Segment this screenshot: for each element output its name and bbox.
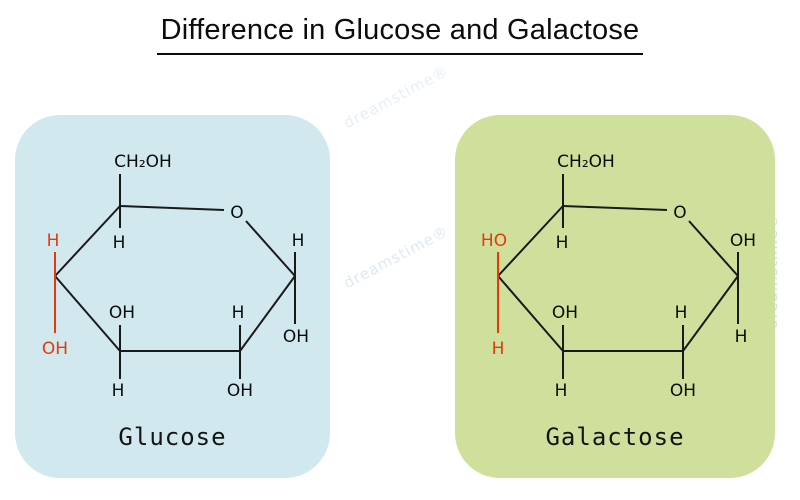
glucose-ch2oh-label: CH₂OH [114,152,172,172]
glucose-panel: CH₂OH O H H OH OH H H OH H OH Glucose [15,115,330,478]
glucose-c4-bottom-label: OH [42,339,68,359]
galactose-c4-top-label: HO [480,231,506,251]
galactose-ring-oxygen-label: O [673,203,686,223]
galactose-c3-top-label: OH [551,303,577,323]
ring-bond [496,205,564,277]
ring-bond [119,205,225,211]
glucose-c2-bottom-label: OH [227,381,253,401]
title-container: Difference in Glucose and Galactose [0,14,800,55]
page-title: Difference in Glucose and Galactose [156,14,644,55]
watermark-text: dreamstime® [340,61,452,133]
ring-bond [54,205,121,277]
ring-bond [681,275,739,352]
glucose-structure-diagram: CH₂OH O H H OH OH H H OH H OH [42,152,309,401]
glucose-c3-top-label: OH [109,303,135,323]
ring-bond [239,275,296,352]
galactose-structure-diagram: CH₂OH O H HO H OH H H OH OH H [480,152,755,401]
galactose-c3-bottom-label: H [554,381,567,401]
galactose-panel: CH₂OH O H HO H OH H H OH OH H Galactose [455,115,775,478]
galactose-label: Galactose [545,423,685,451]
glucose-label: Glucose [118,423,227,451]
glucose-c5-h-label: H [113,233,126,253]
ring-bond [496,275,564,352]
galactose-c2-top-label: H [674,303,687,323]
glucose-c3-bottom-label: H [112,381,125,401]
glucose-c1-bottom-label: OH [283,327,309,347]
glucose-c4-top-label: H [47,231,60,251]
galactose-c1-top-label: OH [729,231,755,251]
glucose-c1-top-label: H [292,231,305,251]
galactose-c4-bottom-label: H [491,339,504,359]
galactose-c1-bottom-label: H [734,327,747,347]
ring-bond [562,205,667,211]
ring-bond [54,275,121,352]
ring-bond [245,220,296,277]
galactose-c5-h-label: H [555,233,568,253]
ring-bond [687,220,739,277]
galactose-ch2oh-label: CH₂OH [557,152,615,172]
galactose-c2-bottom-label: OH [669,381,695,401]
glucose-ring-oxygen-label: O [230,203,243,223]
watermark-text: dreamstime® [340,221,452,293]
glucose-c2-top-label: H [232,303,245,323]
